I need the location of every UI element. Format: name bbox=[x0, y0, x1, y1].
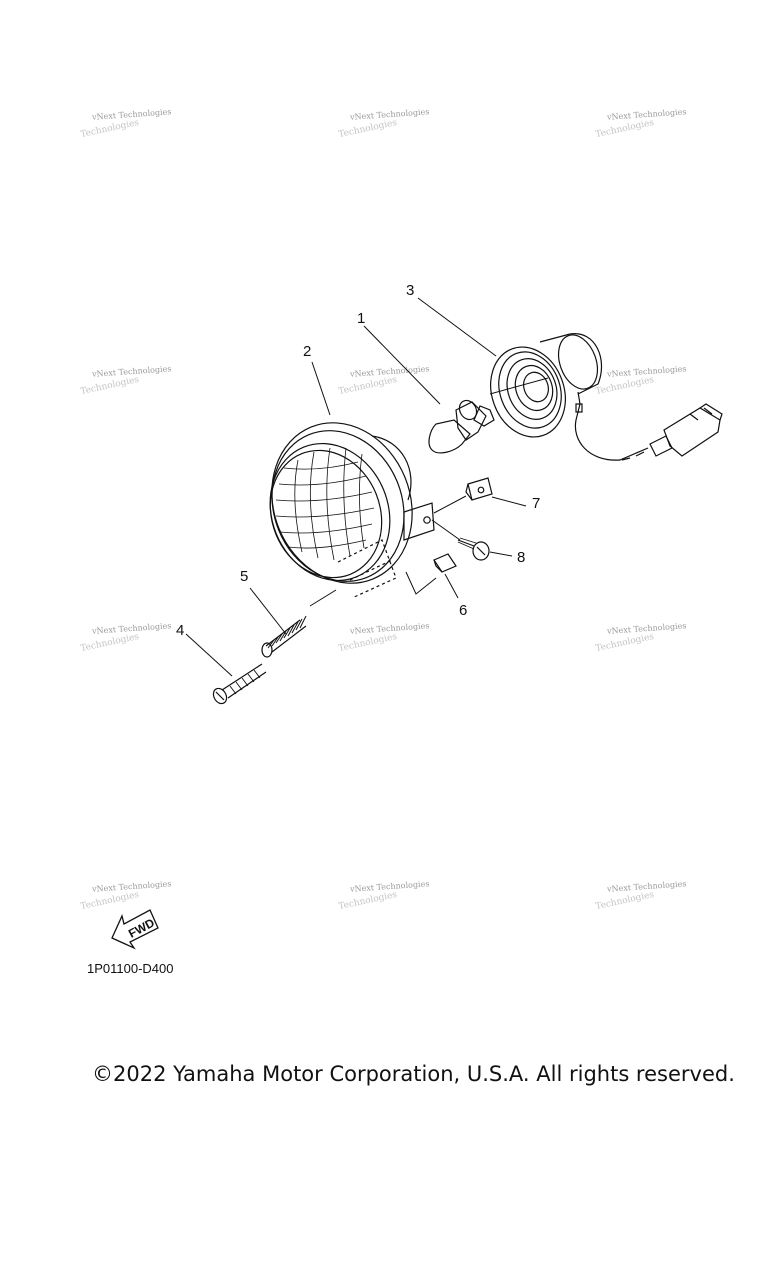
socket-assembly bbox=[490, 333, 723, 461]
headlight-unit bbox=[269, 422, 435, 599]
nut bbox=[433, 553, 457, 573]
callout-3: 3 bbox=[406, 282, 415, 299]
lens-pattern bbox=[275, 447, 375, 561]
bulb bbox=[428, 399, 495, 454]
spring bbox=[261, 615, 307, 658]
fwd-label: FWD bbox=[126, 915, 157, 940]
callout-5: 5 bbox=[240, 568, 249, 585]
diagram-code: 1P01100-D400 bbox=[87, 961, 174, 976]
callout-6: 6 bbox=[459, 602, 468, 619]
clip bbox=[465, 477, 493, 501]
callout-1: 1 bbox=[357, 310, 366, 327]
fwd-arrow-icon: FWD bbox=[111, 909, 159, 950]
callout-8: 8 bbox=[517, 549, 526, 566]
copyright-notice: ©2022 Yamaha Motor Corporation, U.S.A. A… bbox=[92, 1062, 735, 1086]
callout-7: 7 bbox=[532, 495, 541, 512]
screw bbox=[457, 537, 490, 561]
callout-4: 4 bbox=[176, 622, 185, 639]
leader-lines bbox=[185, 297, 549, 677]
callout-2: 2 bbox=[303, 343, 312, 360]
adjusting-bolt bbox=[212, 663, 267, 705]
